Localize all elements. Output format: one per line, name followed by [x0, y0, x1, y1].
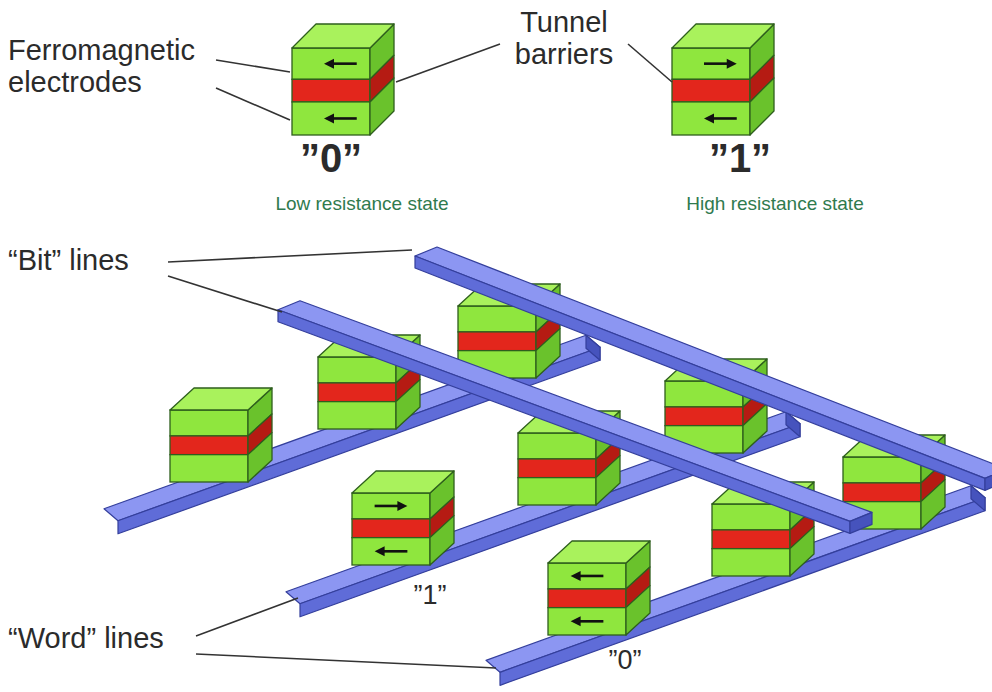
ferromagnetic-electrode-side	[370, 78, 394, 135]
ferromagnetic-electrode-side	[743, 404, 767, 453]
magnetization-arrow	[381, 550, 408, 553]
metal-line	[104, 335, 600, 534]
ferromagnetic-electrode	[518, 433, 596, 459]
callout-label: “Bit” lines	[8, 244, 168, 276]
state-description: High resistance state	[660, 193, 890, 214]
ferromagnetic-electrode	[548, 563, 626, 589]
arrow-head	[324, 59, 334, 69]
ferromagnetic-electrode	[318, 402, 396, 429]
tunnel-barrier	[170, 436, 248, 455]
bar-top	[286, 412, 800, 604]
tunnel-barrier	[292, 79, 370, 102]
mtj-cell	[352, 471, 454, 565]
leader-line	[628, 44, 672, 82]
bar-front	[278, 310, 850, 534]
state-description: Low resistance state	[252, 193, 472, 214]
ferromagnetic-electrode	[352, 538, 430, 565]
leader-line	[396, 44, 500, 82]
metal-line	[486, 486, 985, 686]
ferromagnetic-electrode	[292, 48, 370, 79]
cell-top	[352, 471, 454, 493]
mtj-cell	[170, 388, 272, 482]
arrow-head	[727, 59, 737, 69]
leader-line	[196, 598, 298, 636]
leader-line	[196, 654, 496, 668]
state-value: ”0”	[286, 136, 376, 181]
state-value: ”1”	[695, 136, 785, 181]
ferromagnetic-electrode-side	[750, 78, 774, 135]
bar-top	[486, 486, 985, 673]
callout-label: Tunnel barriers	[486, 6, 642, 71]
arrow-head	[571, 616, 581, 626]
ferromagnetic-electrode	[292, 102, 370, 135]
ferromagnetic-electrode-side	[248, 433, 272, 482]
callout-label: “Word” lines	[8, 622, 198, 654]
ferromagnetic-electrode	[712, 549, 790, 576]
bit-value: ”0”	[590, 645, 660, 675]
ferromagnetic-electrode	[712, 504, 790, 530]
magnetization-arrow	[330, 117, 357, 120]
magnetization-arrow	[704, 62, 731, 65]
tunnel-barrier	[672, 79, 750, 102]
ferromagnetic-electrode	[170, 455, 248, 482]
bar-top	[415, 247, 992, 478]
leader-lines	[168, 44, 672, 668]
mtj-cell	[548, 541, 650, 635]
magnetization-arrow	[577, 620, 604, 623]
ferromagnetic-electrode-side	[596, 456, 620, 505]
ferromagnetic-electrode-side	[626, 586, 650, 635]
tunnel-barrier	[548, 589, 626, 608]
ferromagnetic-electrode	[672, 102, 750, 135]
arrow-head	[397, 501, 407, 511]
bar-end	[850, 512, 872, 533]
arrow-head	[704, 113, 714, 123]
tunnel-barrier	[518, 459, 596, 478]
tunnel-barrier	[458, 332, 536, 351]
tunnel-barrier	[843, 483, 921, 502]
ferromagnetic-electrode	[170, 410, 248, 436]
mtj-cells	[170, 24, 945, 635]
leader-line	[168, 276, 282, 312]
arrow-head	[375, 546, 385, 556]
ferromagnetic-electrode-side	[430, 516, 454, 565]
ferromagnetic-electrode	[518, 478, 596, 505]
callout-label: Ferromagnetic electrodes	[8, 34, 223, 99]
bit-value: ”1”	[395, 580, 465, 610]
cell-top	[170, 388, 272, 410]
mtj-cell	[672, 24, 774, 135]
ferromagnetic-electrode-side	[536, 329, 560, 378]
bar-front	[500, 498, 985, 686]
bar-top	[278, 301, 872, 522]
magnetization-arrow	[577, 575, 604, 578]
magnetization-arrow	[375, 505, 402, 508]
leader-line	[168, 250, 412, 262]
tunnel-barrier	[352, 519, 430, 538]
bar-end	[985, 469, 992, 490]
bit-lines	[278, 247, 992, 533]
metal-line	[278, 301, 872, 534]
mtj-cell	[292, 24, 394, 135]
arrow-head	[571, 571, 581, 581]
ferromagnetic-electrode	[548, 608, 626, 635]
cell-top	[672, 24, 774, 48]
tunnel-barrier	[665, 407, 743, 426]
ferromagnetic-electrode-side	[921, 480, 945, 529]
ferromagnetic-electrode-side	[790, 527, 814, 576]
cell-top	[292, 24, 394, 48]
leader-line	[216, 88, 290, 120]
cell-top	[548, 541, 650, 563]
ferromagnetic-electrode-side	[396, 380, 420, 429]
arrow-head	[324, 113, 334, 123]
magnetization-arrow	[710, 117, 737, 120]
magnetization-arrow	[330, 62, 357, 65]
leader-line	[216, 60, 290, 72]
ferromagnetic-electrode	[352, 493, 430, 519]
tunnel-barrier	[318, 383, 396, 402]
ferromagnetic-electrode	[672, 48, 750, 79]
tunnel-barrier	[712, 530, 790, 549]
